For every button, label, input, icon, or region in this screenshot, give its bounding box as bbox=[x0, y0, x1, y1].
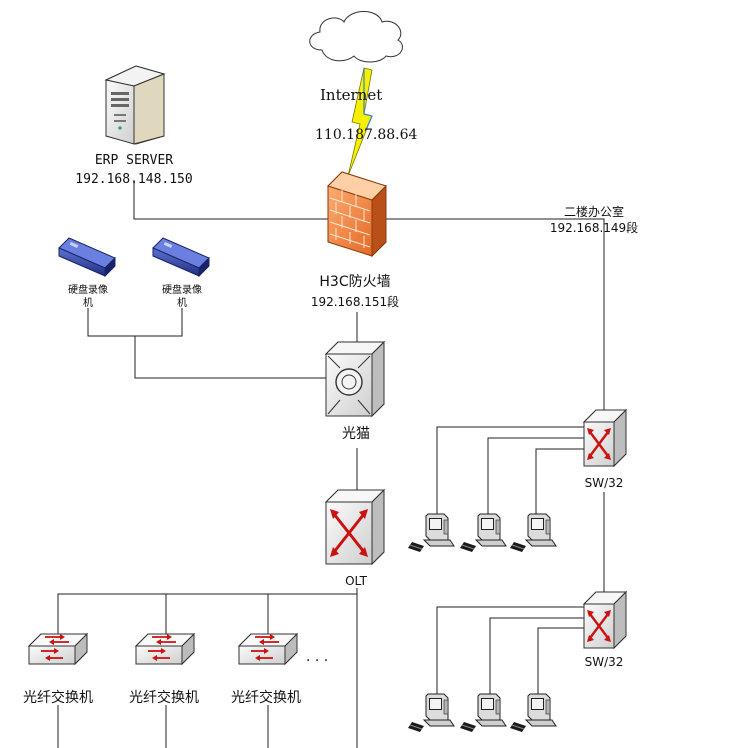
recorder-label-2-line2: 机 bbox=[177, 296, 187, 309]
fiber-switch-icon-3 bbox=[238, 633, 298, 665]
fiber-switch-label-3: 光纤交换机 bbox=[231, 689, 301, 706]
firewall-icon bbox=[327, 171, 387, 258]
pc-icon-5 bbox=[459, 693, 507, 733]
office-ip: 192.168.149段 bbox=[550, 220, 638, 235]
office-link bbox=[386, 218, 605, 412]
more-ellipsis: · · · bbox=[306, 653, 328, 669]
pc-icon-1 bbox=[407, 513, 455, 553]
recorders-modem-link bbox=[134, 336, 328, 379]
switch-label-1: SW/32 bbox=[585, 476, 624, 490]
modem-label: 光猫 bbox=[342, 426, 370, 442]
olt-fiber-bus bbox=[57, 593, 357, 640]
switch-icon-1 bbox=[582, 408, 628, 468]
olt-icon bbox=[324, 488, 386, 566]
sw2-pc3-link bbox=[537, 627, 585, 694]
pc-icon-2 bbox=[459, 513, 507, 553]
recorder-label-1-line1: 硬盘录像 bbox=[68, 283, 108, 296]
sw2-pc2-link bbox=[489, 617, 585, 694]
pc-icon-6 bbox=[509, 693, 557, 733]
switch-icon-2 bbox=[582, 590, 628, 650]
firewall-label: H3C防火墙 bbox=[319, 274, 390, 290]
fiber-switch-label-1: 光纤交换机 bbox=[23, 689, 93, 706]
cloud-icon bbox=[309, 11, 403, 63]
fiber-switch-icon-2 bbox=[135, 633, 195, 665]
switch-label-2: SW/32 bbox=[585, 655, 624, 669]
fiber-switch-icon-1 bbox=[28, 633, 88, 665]
sw1-pc2-link bbox=[487, 437, 585, 514]
internet-ip: 110.187.88.64 bbox=[315, 127, 418, 143]
server-icon bbox=[104, 65, 166, 145]
recorder-label-2-line1: 硬盘录像 bbox=[162, 283, 202, 296]
recorder-icon-2 bbox=[152, 237, 210, 277]
recorder-label-1-line2: 机 bbox=[83, 296, 93, 309]
pc-icon-4 bbox=[407, 693, 455, 733]
erp-label: ERP SERVER bbox=[95, 153, 173, 168]
lightning-icon bbox=[347, 67, 373, 177]
erp-ip: 192.168.148.150 bbox=[75, 172, 192, 187]
internet-label: Internet bbox=[320, 86, 382, 104]
sw1-pc3-link bbox=[535, 448, 585, 514]
firewall-ip: 192.168.151段 bbox=[311, 294, 399, 309]
erp-link bbox=[133, 180, 330, 220]
office-label: 二楼办公室 bbox=[564, 204, 624, 219]
fiber-switch-label-2: 光纤交换机 bbox=[129, 689, 199, 706]
recorder-icon-1 bbox=[58, 237, 116, 277]
modem-icon bbox=[324, 340, 386, 418]
olt-label: OLT bbox=[345, 574, 367, 588]
sw1-pc1-link bbox=[436, 426, 585, 520]
pc-icon-3 bbox=[509, 513, 557, 553]
recorders-link bbox=[87, 308, 183, 337]
sw2-pc1-link bbox=[436, 606, 585, 694]
